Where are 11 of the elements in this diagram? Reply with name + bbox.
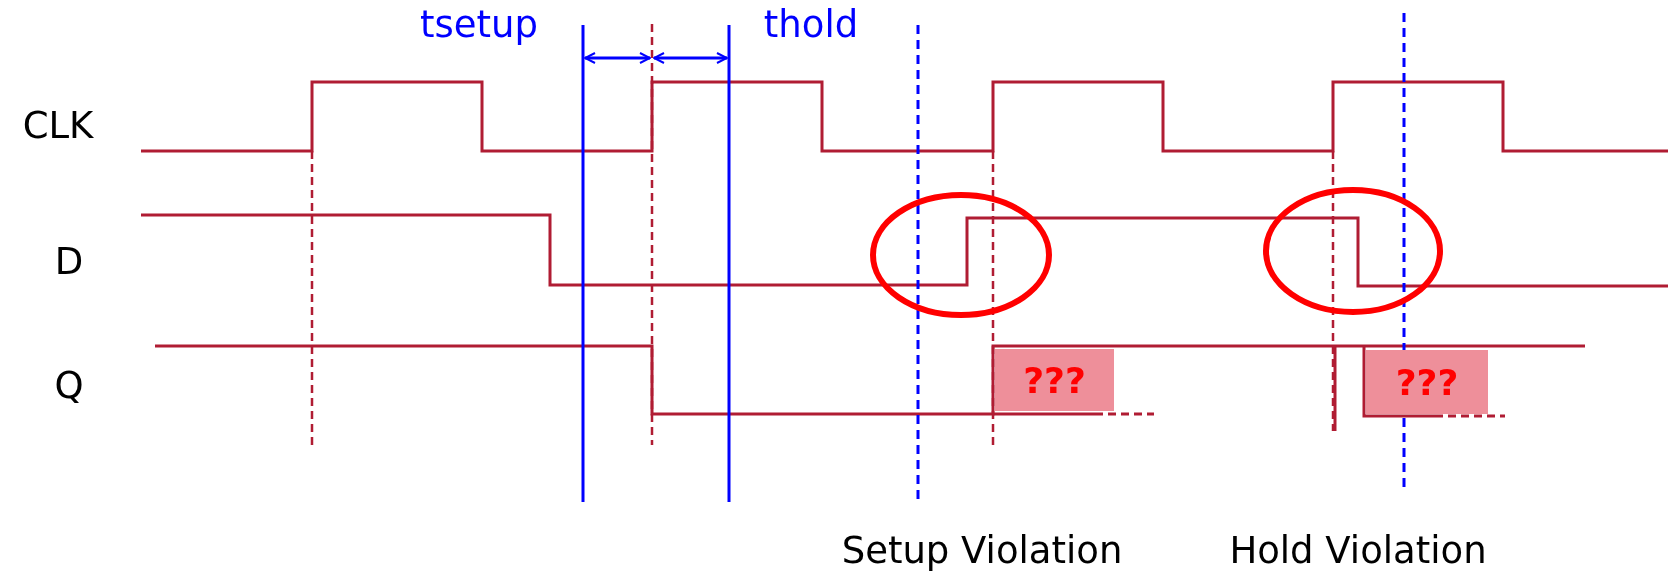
- signal-name: Q: [54, 366, 84, 404]
- unknown-value-text: ???: [1395, 361, 1459, 403]
- signal-name: CLK: [22, 106, 94, 144]
- setup-time-label: tsetup: [420, 5, 538, 43]
- hold-time-label: thold: [763, 5, 859, 43]
- violation-label: Hold Violation: [1229, 531, 1487, 569]
- violation-label: Setup Violation: [841, 531, 1123, 569]
- uncertain-state-box: [995, 349, 1114, 411]
- signal-name: D: [54, 242, 84, 280]
- uncertain-state-box: [1366, 350, 1488, 414]
- unknown-value-text: ???: [1023, 359, 1086, 401]
